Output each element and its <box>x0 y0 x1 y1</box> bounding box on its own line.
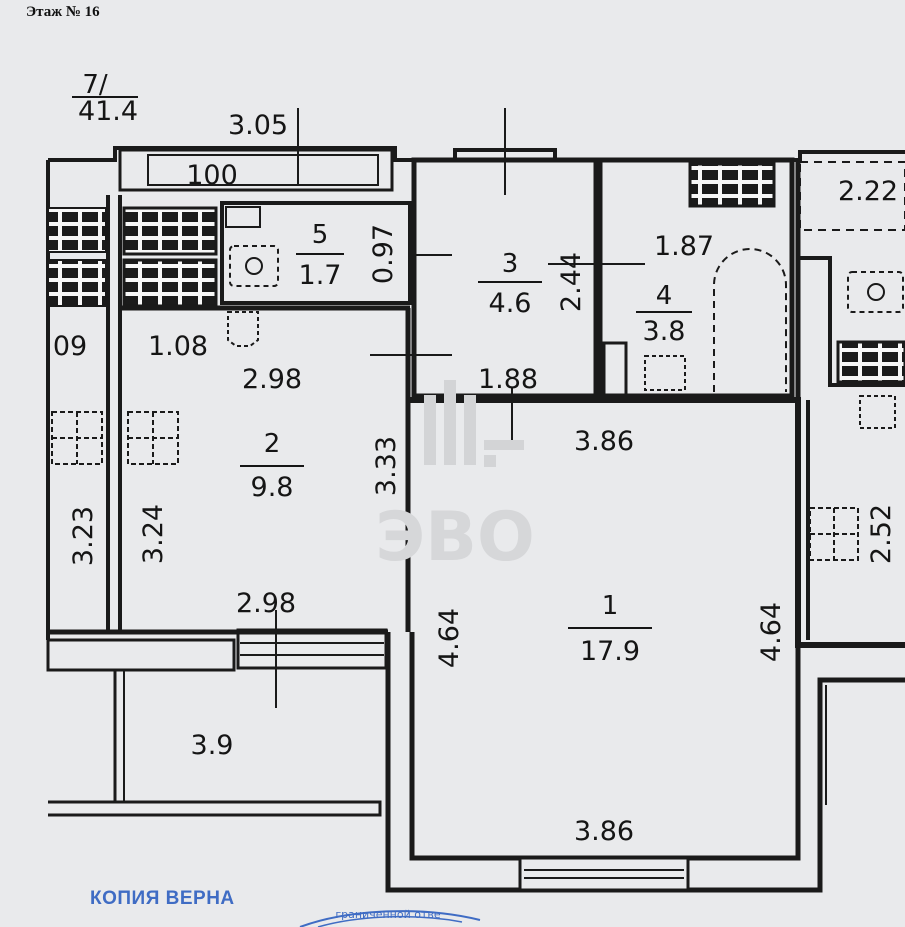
room-area: 3.8 <box>643 316 686 347</box>
room-5-label: 5 1.7 <box>296 220 344 291</box>
apartment-total-area: 41.4 <box>78 96 138 127</box>
room-area: 1.7 <box>299 260 342 291</box>
dimension-label: 4.64 <box>756 602 787 662</box>
dimension-label: 3.23 <box>68 506 99 566</box>
stamp-label: КОПИЯ ВЕРНА <box>90 888 235 909</box>
dimension-label: 3.05 <box>228 110 288 141</box>
dimension-label: 1.08 <box>148 331 208 362</box>
room-area: 4.6 <box>489 288 532 319</box>
radiator-icon <box>47 162 905 384</box>
dimension-label: 2.98 <box>236 588 296 619</box>
room-2-label: 2 9.8 <box>240 429 304 503</box>
floor-label: Этаж № 16 <box>26 4 100 20</box>
dimension-label: 2.22 <box>838 176 898 207</box>
dimension-label: 3.86 <box>574 426 634 457</box>
dimension-label: 2.52 <box>866 504 897 564</box>
dimension-label: 1.88 <box>478 364 538 395</box>
dimension-label: 2.44 <box>556 252 587 312</box>
dimension-label: 09 <box>53 331 87 362</box>
dimension-label: 3.9 <box>191 730 234 761</box>
apartment-type-label: 7/ <box>82 70 108 100</box>
room-area: 9.8 <box>251 472 294 503</box>
dimension-label: 2.98 <box>242 364 302 395</box>
room-number: 1 <box>602 591 619 621</box>
dimension-labels: 3.05 100 0.97 2.44 1.87 2.22 09 1.08 2.9… <box>53 110 898 847</box>
room-area: 17.9 <box>580 636 640 667</box>
watermark-text: ЭВО <box>375 498 535 577</box>
room-1-label: 1 17.9 <box>568 591 652 667</box>
stamp-arc-text: граниченной отве <box>335 908 440 921</box>
bathtub-icon <box>713 248 787 392</box>
room-number: 5 <box>312 220 329 250</box>
watermark-logo <box>424 380 524 467</box>
dimension-label: 0.97 <box>368 224 399 284</box>
dimension-label: 4.64 <box>434 608 465 668</box>
dimension-label: 3.86 <box>574 816 634 847</box>
sink-icon <box>227 311 896 429</box>
room-number: 2 <box>264 429 281 459</box>
room-number: 4 <box>656 281 673 311</box>
room-4-label: 4 3.8 <box>636 281 692 347</box>
walls <box>46 108 905 893</box>
room-3-label: 3 4.6 <box>478 249 542 319</box>
toilet-icon <box>229 245 904 313</box>
stove-icon <box>51 411 859 561</box>
stamp-seal: граниченной отве <box>299 908 481 927</box>
dimension-label: 3.33 <box>371 436 402 496</box>
room-number: 3 <box>502 249 519 279</box>
dimension-label: 1.87 <box>654 231 714 262</box>
dimension-label: 100 <box>186 160 238 191</box>
dimension-label: 3.24 <box>138 504 169 564</box>
